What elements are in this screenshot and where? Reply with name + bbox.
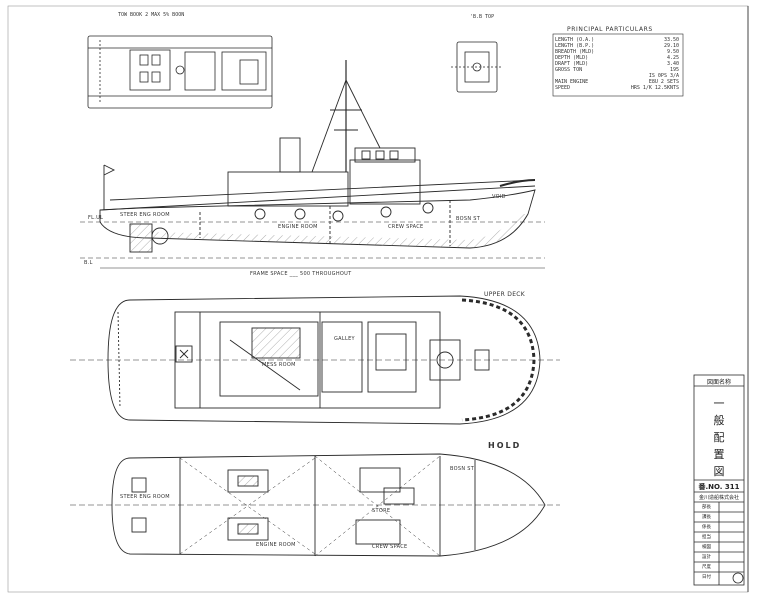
frame-spacing-label: FRAME SPACE ___ 500 THROUGHOUT	[250, 271, 352, 277]
tb-row-label: 課長	[702, 515, 711, 520]
hold-title: HOLD	[488, 441, 522, 450]
hold-steer-eng-room-label: STEER ENG ROOM	[120, 494, 170, 500]
profile-void-label: VOID	[492, 194, 506, 200]
drawing-number: 番.NO. 311	[698, 483, 740, 491]
tb-row-label: 検図	[702, 545, 711, 550]
tb-row-label: 係長	[702, 525, 711, 530]
tb-row-label: 担当	[702, 535, 711, 540]
particulars-row: LENGTH (B.P.)29.10	[555, 43, 679, 49]
profile-bl-label: B.L	[84, 260, 93, 266]
upper-deck-title: UPPER DECK	[484, 291, 526, 298]
upper-deck-plan	[70, 295, 560, 425]
tb-row-label: 尺度	[702, 565, 711, 570]
bridge-deck-plan	[87, 35, 273, 109]
mast-top-plan	[451, 41, 503, 93]
title-char: 般	[713, 414, 725, 427]
title-char: 配	[713, 431, 725, 444]
profile-fl-ul-label: FL.UL	[88, 215, 104, 221]
profile-crew-space-label: CREW SPACE	[388, 224, 424, 230]
particulars-box	[552, 33, 684, 97]
title-char: 置	[713, 448, 725, 461]
hold-engine-room-label: ENGINE ROOM	[256, 542, 296, 548]
drawing-name-label: 図面名称	[706, 379, 731, 386]
particulars-row: IS 0PS 3/A	[648, 73, 679, 79]
top-note: TOW BOOK 2 MAX 5% BOON	[118, 12, 185, 18]
particulars-row: BREADTH (MLD)9.50	[555, 49, 679, 55]
profile-view	[80, 60, 545, 269]
hold-store-label: STORE	[372, 508, 391, 514]
tb-row-label: 部長	[702, 505, 711, 510]
profile-engine-room-label: ENGINE ROOM	[278, 224, 318, 230]
mess-room-label: MESS ROOM	[262, 362, 296, 368]
profile-steer-eng-room-label: STEER ENG ROOM	[120, 212, 170, 218]
hold-bosn-st-label: BOSN ST	[450, 466, 475, 472]
top-view-label: 'B.B TOP	[470, 14, 495, 20]
tb-row-label: 日付	[702, 575, 711, 580]
hold-plan	[70, 453, 560, 557]
principal-particulars-title: PRINCIPAL PARTICULARS	[567, 26, 653, 33]
company-name: 金川造船株式会社	[698, 495, 739, 501]
title-char: 図	[713, 465, 725, 478]
particulars-row: LENGTH (O.A.)33.50	[555, 37, 679, 43]
galley-label: GALLEY	[334, 336, 355, 342]
tb-row-label: 設計	[702, 555, 711, 560]
title-block-frame	[693, 374, 745, 586]
hold-crew-space-label: CREW SPACE	[372, 544, 408, 550]
profile-bosn-st-label: BOSN ST	[456, 216, 481, 222]
particulars-row: DRAFT (MLD)3.40	[555, 61, 679, 67]
title-char: 一	[713, 397, 725, 410]
particulars-row: DEPTH (MLD)4.25	[555, 55, 679, 61]
